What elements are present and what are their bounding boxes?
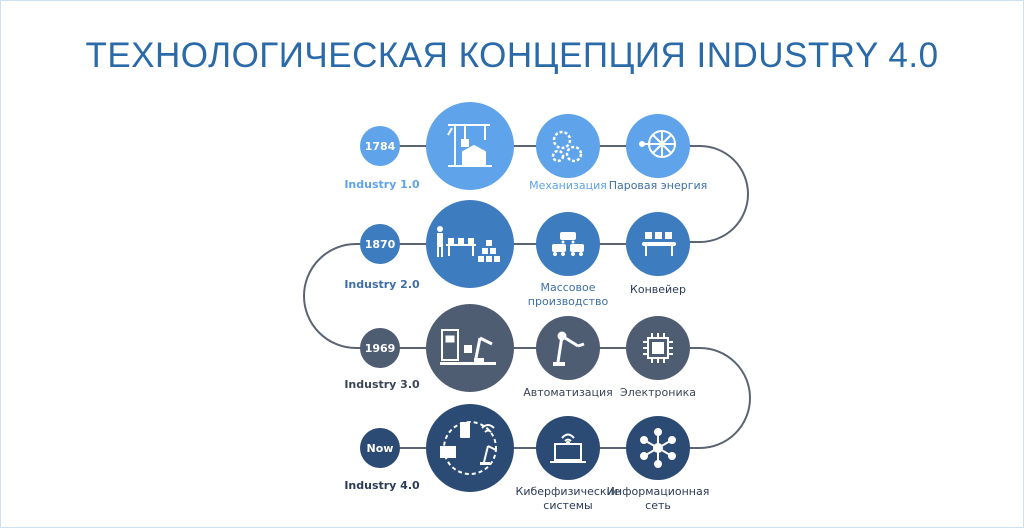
turn-left-1 [303, 243, 380, 349]
year-badge-now: Now [360, 428, 400, 468]
year-badge-1870: 1870 [360, 224, 400, 264]
turn-right-1 [668, 145, 749, 243]
label-electronics: Электроника [620, 386, 696, 399]
oil-derrick-factory-icon [447, 124, 492, 167]
label-conveyor: Конвейер [630, 283, 686, 296]
year-badge-1784: 1784 [360, 126, 400, 166]
laptop-wireless-icon [550, 433, 586, 463]
label-steam-power: Паровая энергия [608, 179, 708, 192]
row1-main-circle [426, 102, 514, 190]
row4-main-circle [426, 404, 514, 492]
mass-production-icon [552, 232, 584, 256]
assembly-line-icon [437, 226, 500, 262]
conveyor-icon [642, 232, 676, 256]
gears-icon [551, 130, 583, 163]
network-hub-icon [640, 428, 676, 468]
label-automation: Автоматизация [523, 386, 613, 399]
steam-wheel-item-circle [626, 114, 690, 178]
laptop-wireless-item-circle [536, 416, 600, 480]
year-badge-1969: 1969 [360, 328, 400, 368]
robot-station-icon [440, 329, 496, 365]
robot-arm-item-circle [536, 316, 600, 380]
robot-arm-icon [553, 331, 585, 366]
era-label-industry-3: Industry 3.0 [344, 378, 420, 391]
turn-right-2 [668, 347, 751, 449]
label-mass-production: Массовое производство [527, 281, 609, 308]
label-information-network: Информационная сеть [606, 485, 710, 512]
chip-icon [643, 333, 673, 363]
cyber-physical-icon [440, 421, 497, 475]
slide-title: ТЕХНОЛОГИЧЕСКАЯ КОНЦЕПЦИЯ INDUSTRY 4.0 [85, 36, 939, 75]
label-mechanization: Механизация [529, 179, 607, 192]
era-label-industry-2: Industry 2.0 [344, 278, 420, 291]
mass-production-item-circle [536, 212, 600, 276]
label-cyber-physical-systems: Киберфизические системы [515, 485, 621, 512]
era-label-industry-4: Industry 4.0 [344, 479, 420, 492]
steam-wheel-icon [639, 130, 676, 158]
era-label-industry-1: Industry 1.0 [344, 178, 420, 191]
